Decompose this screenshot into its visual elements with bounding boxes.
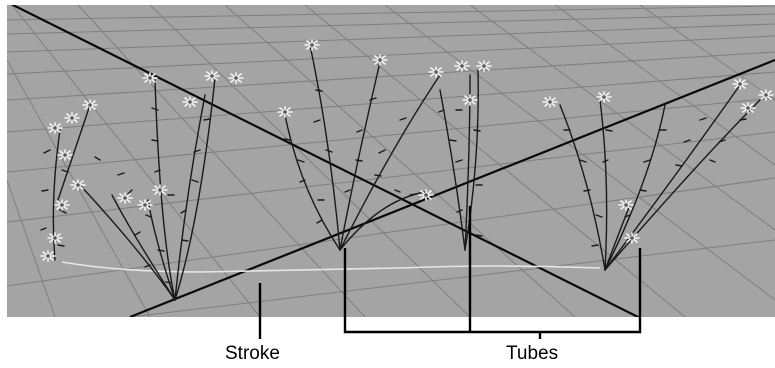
axis-line-depth [10, 5, 641, 317]
callout-lines [258, 206, 642, 339]
ground-grid [7, 5, 775, 317]
world-axes [10, 5, 775, 317]
axis-line-width [129, 58, 775, 317]
stroke-curve [61, 261, 601, 273]
tubes-callout-bracket [343, 206, 642, 339]
stroke-callout-label: Stroke [225, 343, 280, 364]
paint-effects-plant [284, 44, 479, 251]
plant-leaves [40, 89, 747, 284]
tubes-callout-label: Tubes [506, 343, 559, 364]
3d-viewport[interactable] [7, 2, 775, 318]
